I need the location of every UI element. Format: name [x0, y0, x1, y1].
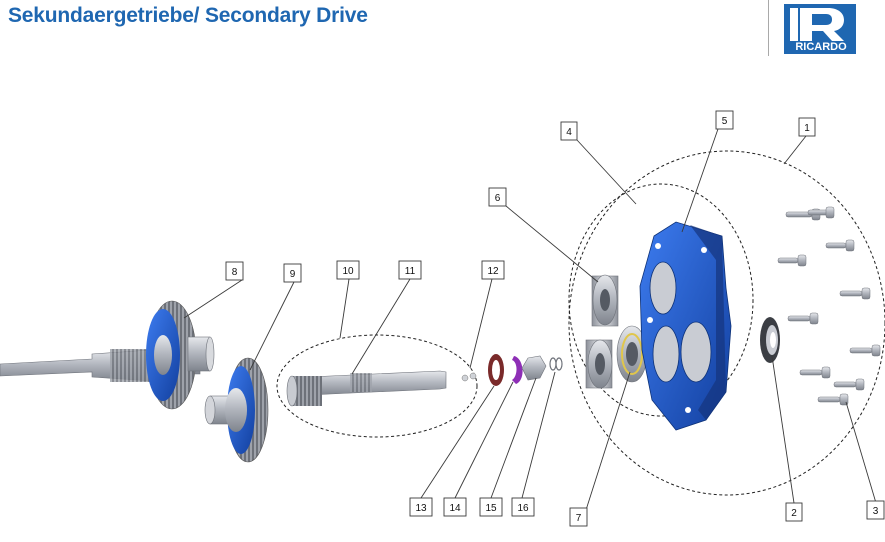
leader-lines	[183, 128, 877, 511]
callout-3: 3	[866, 500, 885, 520]
callout-16: 16	[511, 497, 535, 517]
intermediate-shaft-11	[286, 370, 447, 407]
callout-5: 5	[715, 110, 734, 130]
callout-8: 8	[225, 261, 244, 281]
callout-label: 6	[495, 193, 501, 204]
callout-label: 11	[405, 266, 416, 277]
callout-label: 5	[722, 116, 728, 127]
gear-8	[146, 300, 215, 410]
gear-9	[204, 357, 269, 463]
callout-label: 9	[290, 269, 296, 280]
callout-11: 11	[398, 260, 422, 280]
callout-label: 8	[232, 267, 238, 278]
callout-label: 1	[804, 123, 810, 134]
callout-4: 4	[560, 121, 578, 141]
callout-1: 1	[798, 117, 816, 137]
callout-7: 7	[569, 507, 588, 527]
callout-label: 2	[791, 508, 797, 519]
ricardo-logo: RICARDO	[768, 0, 885, 58]
rings-16	[549, 357, 563, 371]
group-ring-4	[568, 183, 754, 417]
logo-divider	[768, 0, 769, 56]
retainer-14	[512, 356, 523, 384]
seal-2	[760, 317, 780, 363]
ricardo-r-glyph-icon	[784, 4, 856, 54]
seal-13	[488, 354, 504, 386]
logo-text: RICARDO	[795, 41, 847, 53]
bolts-3	[777, 206, 881, 406]
page-title: Sekundaergetriebe/ Secondary Drive	[8, 4, 368, 27]
ricardo-logo-mark	[784, 4, 856, 54]
callout-label: 3	[873, 506, 879, 517]
callout-label: 15	[485, 503, 497, 514]
nut-15	[521, 355, 547, 381]
callout-15: 15	[479, 497, 503, 517]
bearing-7	[616, 325, 648, 383]
callout-12: 12	[481, 260, 505, 280]
callout-label: 4	[566, 127, 572, 138]
pins-12	[461, 372, 477, 382]
housing-5	[639, 221, 732, 431]
group-ring-1	[568, 150, 885, 496]
callout-2: 2	[785, 502, 803, 522]
bearing-6-upper	[591, 274, 619, 327]
callout-10: 10	[336, 260, 360, 280]
callout-6: 6	[488, 187, 507, 207]
callout-9: 9	[283, 263, 302, 283]
callout-label: 7	[576, 513, 582, 524]
callout-14: 14	[443, 497, 467, 517]
callout-label: 13	[415, 503, 427, 514]
callout-label: 12	[487, 266, 499, 277]
callout-label: 10	[342, 266, 354, 277]
group-ring-10	[276, 334, 478, 438]
callout-13: 13	[409, 497, 433, 517]
callout-label: 14	[449, 503, 461, 514]
callout-label: 16	[517, 503, 529, 514]
bearing-6-lower	[585, 339, 613, 389]
